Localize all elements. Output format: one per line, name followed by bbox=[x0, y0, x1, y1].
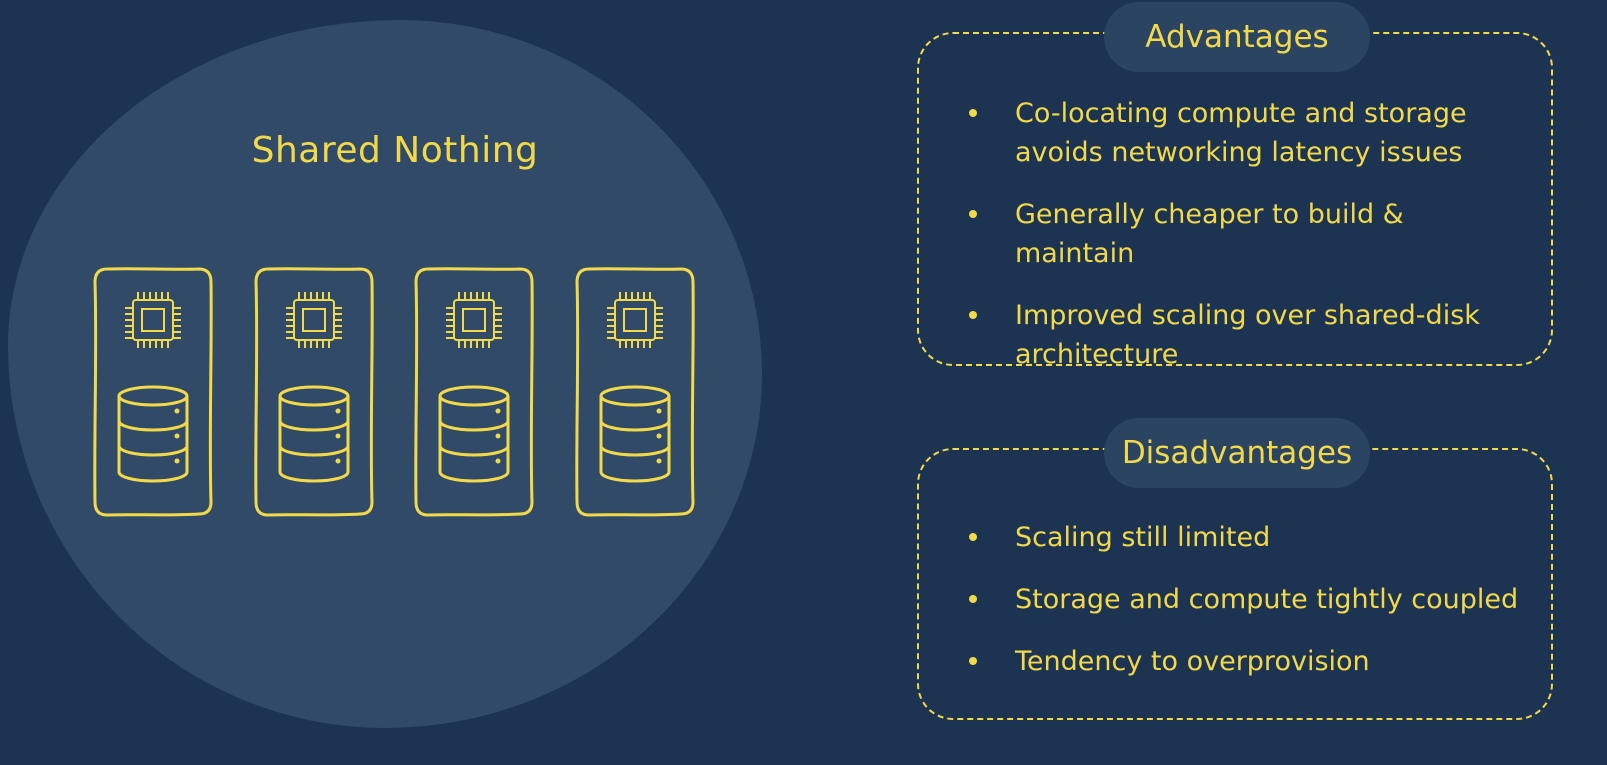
server-node bbox=[93, 267, 213, 517]
database-icon bbox=[438, 385, 510, 483]
database-indicator-dot bbox=[335, 433, 341, 439]
node-group bbox=[0, 0, 800, 765]
advantage-item: Generally cheaper to build & maintain bbox=[919, 195, 1551, 273]
server-node bbox=[414, 267, 534, 517]
server-node-graphic bbox=[254, 267, 374, 517]
bullet-icon bbox=[969, 657, 977, 665]
server-node-outline bbox=[575, 267, 695, 517]
bullet-icon bbox=[969, 595, 977, 603]
disadvantage-text: Tendency to overprovision bbox=[1015, 646, 1370, 677]
database-indicator-dot bbox=[174, 458, 180, 464]
advantages-list: Co-locating compute and storage avoids n… bbox=[919, 94, 1551, 397]
server-node-outline bbox=[93, 267, 213, 517]
advantage-item: Co-locating compute and storage avoids n… bbox=[919, 94, 1551, 172]
server-node bbox=[254, 267, 374, 517]
database-icon bbox=[278, 385, 350, 483]
bullet-icon bbox=[969, 533, 977, 541]
disadvantages-title: Disadvantages bbox=[1104, 418, 1370, 488]
advantage-text: Co-locating compute and storage avoids n… bbox=[1015, 98, 1467, 168]
cpu-icon bbox=[446, 292, 502, 348]
database-indicator-dot bbox=[495, 408, 501, 414]
disadvantage-item: Storage and compute tightly coupled bbox=[919, 580, 1551, 619]
database-icon bbox=[599, 385, 671, 483]
advantages-title: Advantages bbox=[1104, 2, 1370, 72]
cpu-icon bbox=[286, 292, 342, 348]
database-indicator-dot bbox=[495, 433, 501, 439]
server-node-graphic bbox=[575, 267, 695, 517]
database-indicator-dot bbox=[335, 458, 341, 464]
advantages-panel: Advantages Co-locating compute and stora… bbox=[917, 2, 1553, 370]
server-node-outline bbox=[254, 267, 374, 517]
advantage-item: Improved scaling over shared-disk archit… bbox=[919, 296, 1551, 374]
server-node-graphic bbox=[93, 267, 213, 517]
database-indicator-dot bbox=[656, 458, 662, 464]
server-node-outline bbox=[414, 267, 534, 517]
disadvantage-item: Tendency to overprovision bbox=[919, 642, 1551, 681]
database-indicator-dot bbox=[174, 433, 180, 439]
disadvantage-text: Scaling still limited bbox=[1015, 522, 1271, 553]
bullet-icon bbox=[969, 210, 977, 218]
disadvantages-panel: Disadvantages Scaling still limited Stor… bbox=[917, 418, 1553, 720]
database-indicator-dot bbox=[656, 433, 662, 439]
database-indicator-dot bbox=[174, 408, 180, 414]
advantage-text: Improved scaling over shared-disk archit… bbox=[1015, 300, 1480, 370]
server-node-graphic bbox=[414, 267, 534, 517]
shared-nothing-background bbox=[8, 20, 762, 728]
disadvantages-list: Scaling still limited Storage and comput… bbox=[919, 518, 1551, 704]
database-indicator-dot bbox=[335, 408, 341, 414]
database-indicator-dot bbox=[495, 458, 501, 464]
disadvantage-item: Scaling still limited bbox=[919, 518, 1551, 557]
diagram-title: Shared Nothing bbox=[251, 130, 539, 171]
bullet-icon bbox=[969, 109, 977, 117]
advantage-text: Generally cheaper to build & maintain bbox=[1015, 199, 1404, 269]
bullet-icon bbox=[969, 311, 977, 319]
database-indicator-dot bbox=[656, 408, 662, 414]
cpu-icon bbox=[125, 292, 181, 348]
disadvantage-text: Storage and compute tightly coupled bbox=[1015, 584, 1519, 615]
database-icon bbox=[117, 385, 189, 483]
server-node bbox=[575, 267, 695, 517]
cpu-icon bbox=[607, 292, 663, 348]
